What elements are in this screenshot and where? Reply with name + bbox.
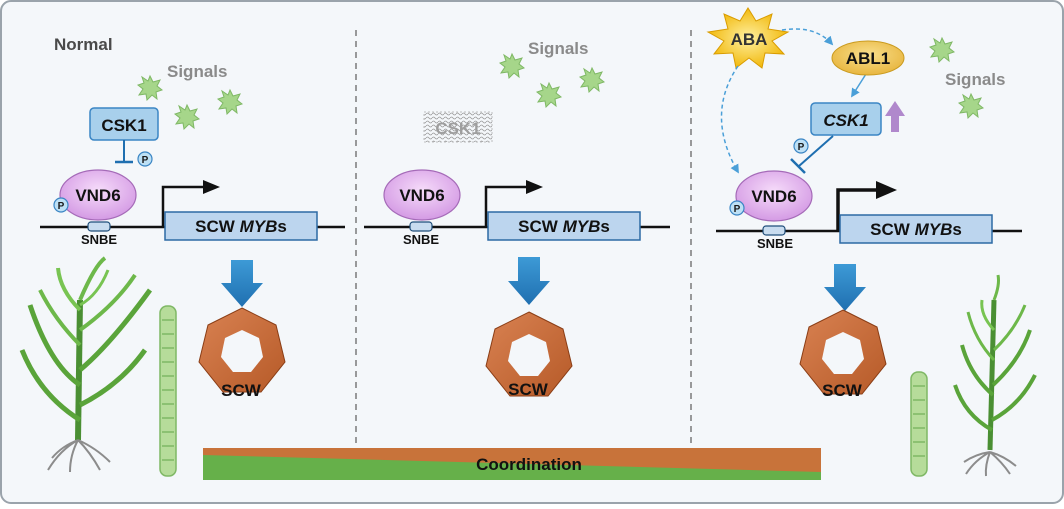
- scw-myb-gene: [839, 214, 993, 244]
- signal-burst-icon: [136, 74, 164, 102]
- csk1-label: CSK1: [101, 116, 146, 135]
- aba-to-abl1-arrow: [781, 28, 834, 46]
- phosphate-badge: [53, 197, 69, 213]
- signal-burst-icon: [498, 52, 526, 80]
- heptagon-scw-icon: [799, 309, 887, 395]
- xylem-vessel-icon: [910, 371, 928, 477]
- scw-label: SCW: [822, 381, 863, 400]
- plant-icon: [19, 256, 153, 473]
- promoter-arrow: [836, 188, 878, 231]
- phosphate-badge: [793, 138, 809, 154]
- signal-burst-icon: [535, 81, 563, 109]
- signal-burst-icon: [216, 88, 244, 116]
- aba-label: ABA: [731, 30, 768, 49]
- signals-label: Signals: [528, 39, 588, 58]
- snbe-element: [87, 221, 111, 232]
- signals-label: Signals: [167, 62, 227, 81]
- vnd6-protein: [383, 169, 461, 221]
- gene-label: SCW MYBs: [518, 217, 610, 236]
- signal-burst-icon: [928, 36, 956, 64]
- gene-label: SCW MYBs: [195, 217, 287, 236]
- abl1-to-csk1-arrow: [851, 73, 867, 98]
- scw-label: SCW: [221, 381, 262, 400]
- vnd6-protein: [59, 169, 137, 221]
- phosphate-label: P: [734, 204, 741, 215]
- vnd6-label: VND6: [751, 187, 796, 206]
- phosphate-label: P: [142, 155, 149, 166]
- csk1-box: [810, 102, 882, 136]
- snbe-element: [409, 221, 433, 232]
- snbe-label: SNBE: [757, 236, 793, 251]
- phosphate-label: P: [798, 142, 805, 153]
- heptagon-scw-icon: [485, 311, 573, 397]
- down-arrow-icon: [508, 257, 550, 305]
- csk1-label: CSK1: [435, 119, 480, 138]
- aba-to-vnd6-arrow: [720, 65, 739, 174]
- aba-starburst-icon: [706, 7, 790, 69]
- scw-myb-gene: [487, 211, 641, 241]
- phosphate-badge: [729, 200, 745, 216]
- xylem-vessel-icon: [159, 305, 177, 477]
- scw-label: SCW: [508, 380, 549, 399]
- coordination-label: Coordination: [476, 455, 582, 474]
- csk1-label: CSK1: [823, 111, 868, 130]
- abl1-label: ABL1: [846, 49, 890, 68]
- down-arrow-icon: [221, 260, 263, 307]
- signal-burst-icon: [957, 92, 985, 120]
- panel-normal: Normal Signals CSK1 P VND6 P SNBE: [19, 35, 345, 477]
- snbe-label: SNBE: [403, 232, 439, 247]
- inhibition-line: [798, 135, 834, 167]
- promoter-arrow-head: [203, 180, 220, 194]
- snbe-element: [762, 225, 786, 236]
- promoter-arrow-head: [876, 181, 897, 199]
- promoter-arrow-head: [526, 180, 543, 194]
- panel-mutant: Signals CSK1 VND6 SNBE SCW MYBs SCW: [364, 39, 670, 399]
- panel-title: Normal: [54, 35, 113, 54]
- abl1-protein: [831, 40, 905, 76]
- vnd6-label: VND6: [75, 186, 120, 205]
- gene-label: SCW MYBs: [870, 220, 962, 239]
- inhibition-bar: [790, 158, 806, 174]
- vnd6-protein: [735, 170, 813, 222]
- signal-burst-icon: [173, 103, 201, 131]
- vnd6-label: VND6: [399, 186, 444, 205]
- plant-icon: [953, 274, 1037, 477]
- scw-myb-gene: [164, 211, 318, 241]
- csk1-absent-box: [423, 111, 493, 143]
- signals-label: Signals: [945, 70, 1005, 89]
- promoter-arrow: [484, 185, 528, 227]
- phosphate-label: P: [58, 201, 65, 212]
- up-arrow-icon: [885, 101, 905, 132]
- coordination-green: [203, 455, 821, 480]
- heptagon-scw-icon: [198, 307, 286, 393]
- signal-burst-icon: [578, 66, 606, 94]
- phosphate-badge: [137, 151, 153, 167]
- snbe-label: SNBE: [81, 232, 117, 247]
- promoter-arrow: [161, 185, 205, 227]
- down-arrow-icon: [824, 264, 866, 311]
- coordination-bar: Coordination: [203, 448, 821, 480]
- panel-stress: ABA ABL1 Signals CSK1 P VND6 P SNBE: [706, 7, 1037, 477]
